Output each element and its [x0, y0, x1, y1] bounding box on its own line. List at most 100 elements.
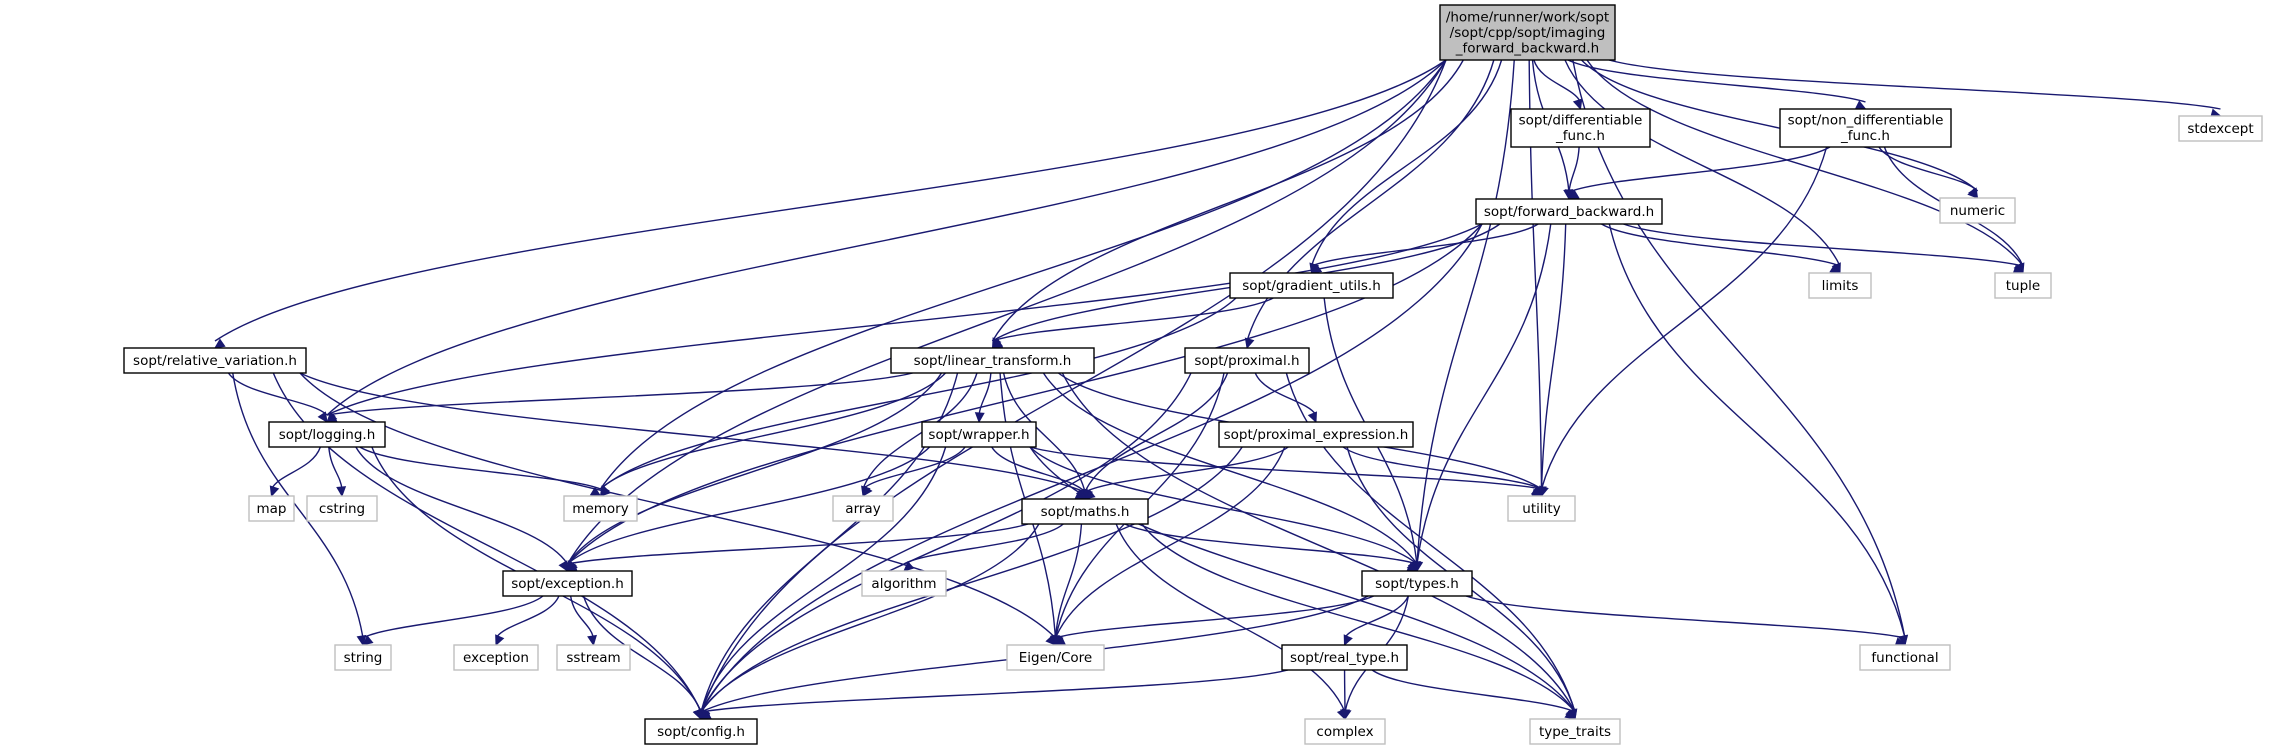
edge-fb-to-tuple	[1623, 223, 2024, 267]
node-realtype[interactable]: sopt/real_type.h	[1281, 644, 1408, 671]
node-relvar[interactable]: sopt/relative_variation.h	[123, 347, 307, 374]
node-label-lintrans-0: sopt/linear_transform.h	[914, 353, 1072, 369]
node-box-eigen	[1006, 644, 1105, 671]
edge-fb-to-config	[700, 223, 1483, 713]
node-box-array	[832, 495, 894, 522]
edge-root-to-logging	[326, 59, 1447, 416]
arrowhead-maths-to-eigen	[1051, 635, 1062, 647]
node-config[interactable]: sopt/config.h	[644, 718, 758, 745]
arrowhead-root-to-relvar	[214, 338, 226, 349]
node-label-grad-0: sopt/gradient_utils.h	[1242, 278, 1381, 294]
node-label-utility-0: utility	[1522, 501, 1560, 517]
edge-types-to-realtype	[1343, 595, 1409, 639]
node-maths[interactable]: sopt/maths.h	[1021, 498, 1149, 525]
edge-root-to-config	[700, 59, 1447, 713]
node-prox[interactable]: sopt/proximal.h	[1184, 347, 1310, 374]
node-box-fb	[1475, 198, 1663, 225]
node-box-memory	[563, 495, 638, 522]
edge-types-to-eigen	[1055, 595, 1374, 639]
node-box-map	[248, 495, 295, 522]
arrowhead-types-to-realtype	[1343, 634, 1353, 647]
edge-wrapper-to-types	[1029, 446, 1418, 565]
node-grad[interactable]: sopt/gradient_utils.h	[1229, 272, 1394, 299]
edge-proxexpr-to-config	[700, 446, 1243, 713]
edge-types-to-functional	[1465, 595, 1906, 639]
node-box-nondiff	[1779, 108, 1952, 148]
node-box-complex	[1304, 718, 1386, 745]
node-label-types-0: sopt/types.h	[1375, 576, 1459, 592]
node-label-array-0: array	[845, 501, 880, 517]
edge-logging-to-memory	[359, 446, 601, 490]
edge-maths-to-typetraits	[1141, 523, 1576, 713]
edge-realtype-to-config	[700, 669, 1289, 713]
node-box-prox	[1184, 347, 1310, 374]
edge-root-to-lintrans	[991, 59, 1464, 342]
node-nondiff[interactable]: sopt/non_differentiable_func.h	[1779, 108, 1952, 148]
edge-root-to-diff	[1533, 59, 1582, 103]
node-fb[interactable]: sopt/forward_backward.h	[1475, 198, 1663, 225]
node-label-config-0: sopt/config.h	[657, 724, 745, 740]
edge-exception_h-to-exception	[495, 595, 560, 639]
edge-prox-to-config	[700, 372, 1192, 713]
node-label-numeric-0: numeric	[1950, 203, 2005, 219]
edge-lintrans-to-array	[862, 372, 978, 490]
edge-logging-to-cstring	[328, 446, 343, 490]
edge-fb-to-utility	[1540, 223, 1567, 490]
arrowhead-relvar-to-logging	[317, 411, 328, 423]
edge-logging-to-exception_h	[355, 446, 569, 565]
edge-layer	[214, 59, 2222, 722]
arrowhead-nondiff-to-numeric	[1968, 187, 1979, 199]
node-proxexpr[interactable]: sopt/proximal_expression.h	[1218, 421, 1414, 448]
node-box-logging	[268, 421, 386, 448]
edge-relvar-to-eigen	[299, 372, 1056, 639]
edge-proxexpr-to-maths	[1084, 446, 1289, 493]
node-eigen: Eigen/Core	[1006, 644, 1105, 671]
node-tuple: tuple	[1994, 272, 2052, 299]
node-sstream: sstream	[556, 644, 631, 671]
node-map: map	[248, 495, 295, 522]
node-numeric: numeric	[1939, 197, 2016, 224]
edge-diff-to-fb	[1568, 146, 1580, 193]
edge-prox-to-proxexpr	[1254, 372, 1317, 416]
node-logging[interactable]: sopt/logging.h	[268, 421, 386, 448]
edge-lintrans-to-wrapper	[978, 372, 992, 416]
edge-root-to-relvar	[214, 59, 1447, 342]
node-label-logging-0: sopt/logging.h	[279, 427, 376, 443]
edge-root-to-limits	[1564, 59, 1841, 267]
arrowhead-maths-to-algorithm	[903, 560, 915, 572]
node-root[interactable]: /home/runner/work/sopt/sopt/cpp/sopt/ima…	[1439, 4, 1616, 61]
edge-proxexpr-to-utility	[1342, 446, 1542, 490]
node-exception_h[interactable]: sopt/exception.h	[502, 570, 633, 597]
node-diff[interactable]: sopt/differentiable_func.h	[1510, 108, 1651, 148]
edge-wrapper-to-utility	[1029, 446, 1542, 490]
node-layer: /home/runner/work/sopt/sopt/cpp/sopt/ima…	[123, 4, 2263, 745]
edge-maths-to-complex	[1115, 523, 1346, 713]
node-label-string-0: string	[344, 650, 383, 666]
node-limits: limits	[1808, 272, 1872, 299]
arrowhead-exception_h-to-config	[693, 708, 703, 721]
node-types[interactable]: sopt/types.h	[1361, 570, 1473, 597]
node-box-sstream	[556, 644, 631, 671]
node-box-wrapper	[921, 421, 1037, 448]
edge-root-to-prox	[1246, 59, 1495, 342]
node-label-root-2: _forward_backward.h	[1455, 40, 1599, 56]
node-algorithm: algorithm	[861, 570, 947, 597]
edge-lintrans-to-exception_h	[566, 372, 943, 565]
arrowhead-exception_h-to-exception	[495, 634, 505, 647]
node-label-fb-0: sopt/forward_backward.h	[1484, 204, 1654, 220]
node-lintrans[interactable]: sopt/linear_transform.h	[890, 347, 1095, 374]
edge-maths-to-config	[700, 523, 1040, 713]
edge-lintrans-to-typetraits	[1061, 372, 1576, 713]
edge-fb-to-limits	[1601, 223, 1841, 267]
node-label-exception_h-0: sopt/exception.h	[511, 576, 624, 592]
edge-maths-to-eigen	[1054, 523, 1083, 639]
edge-root-to-grad	[1310, 59, 1503, 267]
node-label-exception-0: exception	[463, 650, 529, 666]
edge-relvar-to-logging	[227, 372, 328, 416]
edge-root-to-exception_h	[566, 59, 1447, 565]
arrowhead-realtype-to-complex	[1339, 709, 1350, 721]
node-label-root-0: /home/runner/work/sopt	[1446, 9, 1609, 25]
node-box-stdexcept	[2178, 115, 2263, 142]
node-wrapper[interactable]: sopt/wrapper.h	[921, 421, 1037, 448]
node-label-algorithm-0: algorithm	[871, 576, 936, 592]
